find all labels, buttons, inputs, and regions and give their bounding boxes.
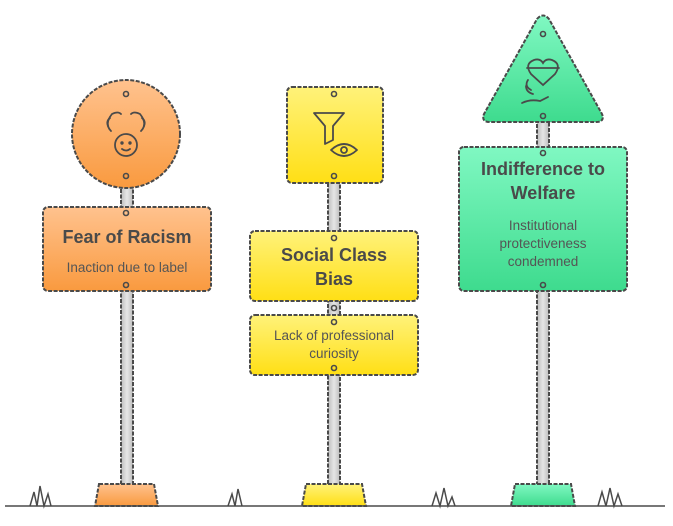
ground: [5, 485, 665, 509]
sign-social-class-bias-desc: Lack of professional curiosity: [258, 322, 410, 368]
sign-description: Lack of professional curiosity: [273, 328, 395, 361]
sign-1-board: [42, 206, 212, 292]
protected-child-icon: [106, 111, 146, 157]
sign-2-title-board: [249, 230, 419, 302]
sign-2-desc-board: [249, 314, 419, 376]
sign-fear-of-racism: Fear of Racism Inaction due to label: [45, 215, 209, 287]
sign-2-base: [300, 483, 368, 507]
heart-in-hand-icon: [521, 58, 560, 104]
filter-eye-icon: [313, 112, 358, 157]
sign-2-top-board: [286, 86, 384, 184]
sign-1-base: [93, 483, 160, 507]
sign-title: Social Class Bias: [280, 245, 388, 289]
sign-description: Institutional protectiveness condemned: [499, 218, 587, 269]
sign-3-base: [509, 483, 577, 507]
sign-social-class-bias: Social Class Bias: [262, 240, 406, 294]
sign-description: Inaction due to label: [66, 260, 188, 275]
sign-indifference-to-welfare: Indifference to Welfare Institutional pr…: [465, 157, 621, 283]
sign-3-board: [458, 146, 628, 292]
bolts: [122, 30, 547, 372]
sign-title: Fear of Racism: [62, 227, 192, 247]
sign-title: Indifference to Welfare: [480, 159, 605, 203]
